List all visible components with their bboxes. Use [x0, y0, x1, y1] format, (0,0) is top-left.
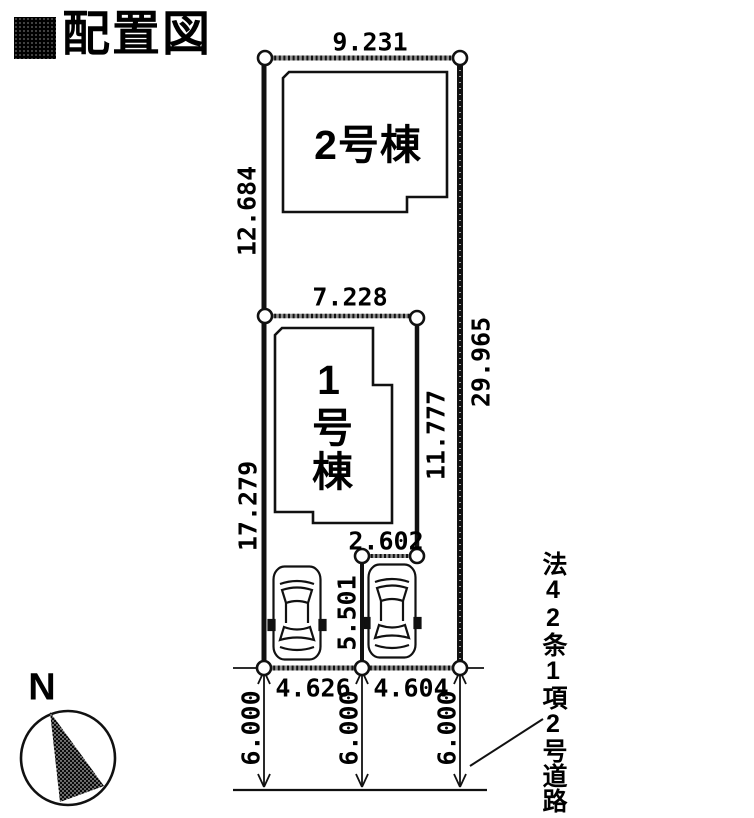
dimension-label-road-width-left: 6.000	[236, 690, 266, 766]
survey-point-markers	[255, 49, 469, 677]
page-title-row: 配置図	[14, 8, 213, 61]
road-width-dimension-lines	[257, 670, 467, 788]
stippled-square-icon	[14, 17, 56, 60]
dimension-label-parking-depth: 5.501	[332, 575, 362, 651]
car-icon	[362, 563, 422, 659]
interior-lines	[265, 313, 420, 668]
dimension-label-parking-inset: 2.602	[348, 526, 424, 556]
north-compass-icon	[19, 709, 117, 807]
dimension-label-right-depth: 29.965	[466, 316, 496, 408]
dimension-label-top-width: 9.231	[332, 27, 408, 57]
road-leader-line	[469, 718, 544, 767]
building-2-label: 2号棟	[314, 122, 422, 168]
dimension-label-inner-right-depth: 11.777	[421, 389, 451, 481]
dimension-label-parking1-width: 4.626	[275, 673, 351, 703]
compass-north-label: N	[28, 666, 56, 709]
building-1-outline	[273, 326, 394, 525]
dimension-label-road-width-center: 6.000	[334, 690, 364, 766]
dimension-label-upper-left-depth: 12.684	[232, 165, 262, 257]
road-lines	[233, 718, 544, 792]
dimension-label-middle-width: 7.228	[312, 282, 388, 312]
dimension-label-road-width-right: 6.000	[432, 690, 462, 766]
car-icon	[267, 565, 327, 661]
building-1-label: 1号棟	[305, 357, 352, 494]
dimension-label-parking2-width: 4.604	[373, 673, 449, 703]
road-name-label: 法42条1項2号道路	[539, 551, 567, 813]
dimension-label-lower-left-depth: 17.279	[233, 460, 263, 552]
page-title: 配置図	[62, 8, 213, 61]
building-2-outline	[281, 70, 449, 214]
